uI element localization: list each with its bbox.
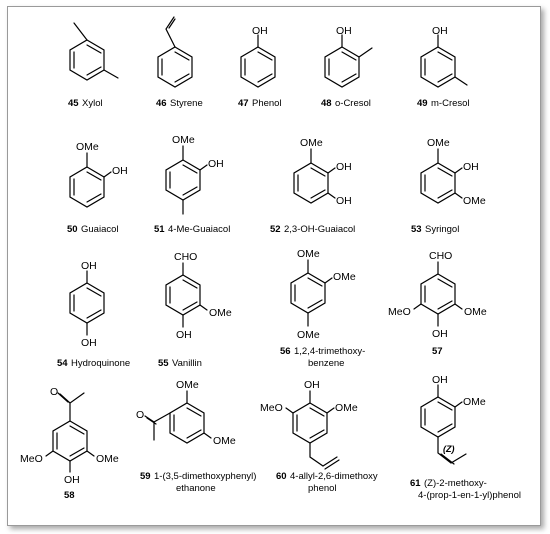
compound-49-name: m-Cresol [431, 98, 470, 109]
compound-53-number: 53 [411, 224, 422, 235]
compound-55-structure [165, 262, 208, 328]
compound-45-structure [69, 22, 119, 81]
compound-59-name: 1-(3,5-dimethoxyphenyl) [154, 471, 256, 482]
compound-60-number: 60 [276, 471, 287, 482]
compound-47-name: Phenol [252, 98, 282, 109]
compound-51-structure [165, 145, 208, 215]
compound-52-name: 2,3-OH-Guaiacol [284, 224, 355, 235]
compound-56-name: 1,2,4-trimethoxy- [294, 346, 365, 357]
compound-48-structure [324, 34, 373, 88]
compound-47-structure [240, 34, 276, 88]
compound-52-ome-label: OMe [300, 137, 323, 149]
compound-48-name: o-Cresol [335, 98, 371, 109]
compound-61-number: 61 [410, 478, 421, 489]
compound-53-oh-label: OH [463, 161, 479, 173]
compound-53-structure [420, 148, 463, 204]
compound-52-oh-label-upper: OH [336, 161, 352, 173]
compound-54-oh-label-bottom: OH [81, 337, 97, 349]
compound-57-cho-label: CHO [429, 250, 452, 262]
compound-56-ome-label-side: OMe [333, 271, 356, 283]
compound-59-number: 59 [140, 471, 151, 482]
compound-55-name: Vanillin [172, 358, 202, 369]
compound-59-name-line2: ethanone [176, 483, 216, 494]
compound-51-ome-label: OMe [172, 134, 195, 146]
compound-51-number: 51 [154, 224, 165, 235]
compound-55-oh-label: OH [176, 329, 192, 341]
compound-47-oh-label: OH [252, 25, 268, 37]
compound-61-name: (Z)-2-methoxy- [424, 478, 487, 489]
compound-52-number: 52 [270, 224, 281, 235]
compound-46-number: 46 [156, 98, 167, 109]
compound-49-oh-label: OH [432, 25, 448, 37]
compound-56-name-line2: benzene [308, 358, 344, 369]
compound-59-ome-label-side: OMe [213, 435, 236, 447]
compound-48-number: 48 [321, 98, 332, 109]
compound-52-oh-label-lower: OH [336, 195, 352, 207]
compound-61-name-line2: 4-(prop-1-en-1-yl)phenol [418, 490, 521, 501]
compound-61-z-label: (Z) [443, 444, 455, 454]
compound-46-name: Styrene [170, 98, 203, 109]
compound-59-structure [144, 390, 212, 444]
compound-54-name: Hydroquinone [71, 358, 130, 369]
compound-51-name: 4-Me-Guaiacol [168, 224, 230, 235]
compound-53-name: Syringol [425, 224, 459, 235]
compound-53-ome-label-side: OMe [463, 195, 486, 207]
compound-60-meo-label: MeO [260, 402, 283, 414]
compound-55-cho-label: CHO [174, 251, 197, 263]
compound-57-oh-label: OH [432, 328, 448, 340]
compound-56-number: 56 [280, 346, 291, 357]
figure-frame: 45 Xylol 46 Styrene OH 47 Phenol OH 48 o… [7, 6, 541, 526]
compound-50-ome-label: OMe [76, 141, 99, 153]
compound-50-name: Guaiacol [81, 224, 119, 235]
compound-61-oh-label: OH [432, 374, 448, 386]
compound-48-oh-label: OH [336, 25, 352, 37]
compound-54-number: 54 [57, 358, 68, 369]
compound-57-meo-label: MeO [388, 306, 411, 318]
compound-57-number: 57 [432, 346, 443, 357]
compound-56-structure [290, 259, 333, 327]
compound-58-number: 58 [64, 490, 75, 501]
compound-58-ome-label: OMe [96, 453, 119, 465]
compound-57-ome-label: OMe [464, 306, 487, 318]
compound-61-structure [420, 384, 467, 465]
compound-52-structure [293, 148, 336, 204]
compound-60-name-line2: phenol [308, 483, 337, 494]
structures-canvas: 45 Xylol 46 Styrene OH 47 Phenol OH 48 o… [20, 16, 521, 501]
compound-59-ome-label-top: OMe [176, 379, 199, 391]
compound-58-oh-label: OH [64, 474, 80, 486]
compound-58-structure [45, 392, 95, 473]
compound-58-o-label: O [50, 386, 58, 398]
compound-57-structure [413, 261, 463, 327]
compound-53-ome-label-top: OMe [427, 137, 450, 149]
compound-55-number: 55 [158, 358, 169, 369]
compound-50-structure [69, 152, 112, 208]
compound-60-oh-label: OH [304, 379, 320, 391]
compound-47-number: 47 [238, 98, 249, 109]
compound-60-structure [285, 390, 340, 470]
compound-45-number: 45 [68, 98, 79, 109]
compound-49-number: 49 [417, 98, 428, 109]
compound-56-ome-label-top: OMe [297, 248, 320, 260]
compound-55-ome-label: OMe [209, 307, 232, 319]
compound-59-o-label: O [136, 409, 144, 421]
compound-45-name: Xylol [82, 98, 103, 109]
compound-50-oh-label: OH [112, 165, 128, 177]
compound-54-oh-label-top: OH [81, 260, 97, 272]
compound-49-structure [420, 34, 468, 88]
compound-60-ome-label: OMe [335, 402, 358, 414]
compound-51-oh-label: OH [208, 158, 224, 170]
compound-56-ome-label-bottom: OMe [297, 329, 320, 341]
compound-54-structure [69, 270, 105, 336]
compound-61-ome-label: OMe [463, 396, 486, 408]
compound-50-number: 50 [67, 224, 78, 235]
compound-60-name: 4-allyl-2,6-dimethoxy [290, 471, 378, 482]
compound-46-structure [157, 16, 193, 88]
compound-58-meo-label: MeO [20, 453, 43, 465]
